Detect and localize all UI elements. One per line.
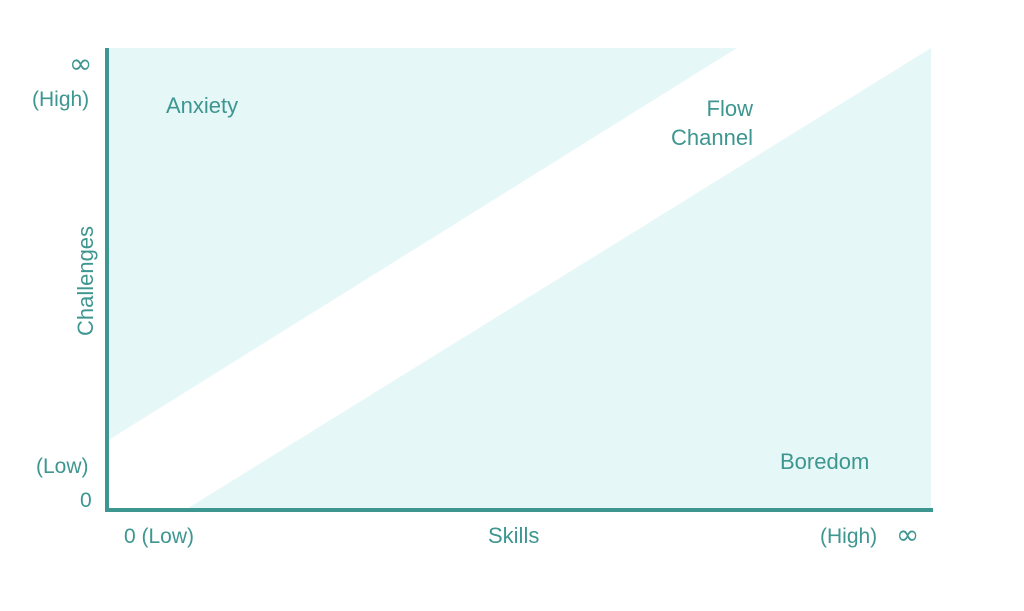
flow-channel-label-line2: Channel — [671, 124, 753, 150]
y-axis-title: Challenges — [73, 225, 98, 337]
y-infinity-label: ∞ — [69, 47, 93, 80]
x-high-label: (High) — [820, 525, 878, 548]
y-low-label: (Low) — [36, 455, 89, 478]
x-low-label: 0 (Low) — [124, 525, 195, 548]
y-high-label: (High) — [32, 88, 90, 111]
flow-channel-label-line1: Flow — [706, 96, 753, 121]
anxiety-label: Anxiety — [166, 93, 239, 118]
flow-channel-label: Flow Channel — [671, 95, 753, 152]
anxiety-region — [107, 48, 737, 441]
x-axis-title: Skills — [488, 523, 540, 548]
y-zero-label: 0 — [80, 489, 92, 512]
x-infinity-label: ∞ — [896, 518, 920, 551]
boredom-label: Boredom — [780, 449, 870, 474]
boredom-region — [185, 48, 931, 510]
